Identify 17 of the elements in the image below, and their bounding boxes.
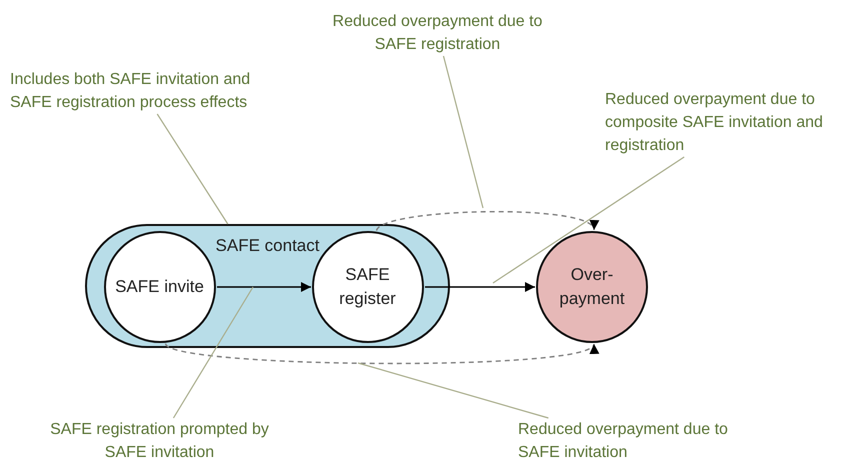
- group-title: SAFE contact: [214, 236, 320, 256]
- arrow: [217, 282, 311, 292]
- callout-text: Reduced overpayment due to SAFE invitation: [518, 418, 738, 464]
- leader-line: [492, 156, 684, 284]
- leader-line: [156, 114, 228, 224]
- leader-line: [172, 286, 254, 418]
- callout-text: Reduced overpayment due to composite SAFE invitation and registration: [605, 88, 868, 157]
- arrow: [425, 282, 535, 292]
- callout-text: SAFE registration prompted by SAFE invitation: [42, 418, 277, 464]
- callout-text: Includes both SAFE invitation and SAFE registration process effects: [10, 68, 275, 114]
- callout-text: Reduced overpayment due to SAFE registration: [330, 10, 545, 56]
- node-label: Over- payment: [558, 264, 626, 310]
- node-label: SAFE register: [338, 264, 397, 310]
- leader-line: [358, 362, 549, 419]
- leader-line: [442, 56, 484, 208]
- process-circle: [104, 230, 216, 342]
- node-label: SAFE invite: [115, 276, 204, 298]
